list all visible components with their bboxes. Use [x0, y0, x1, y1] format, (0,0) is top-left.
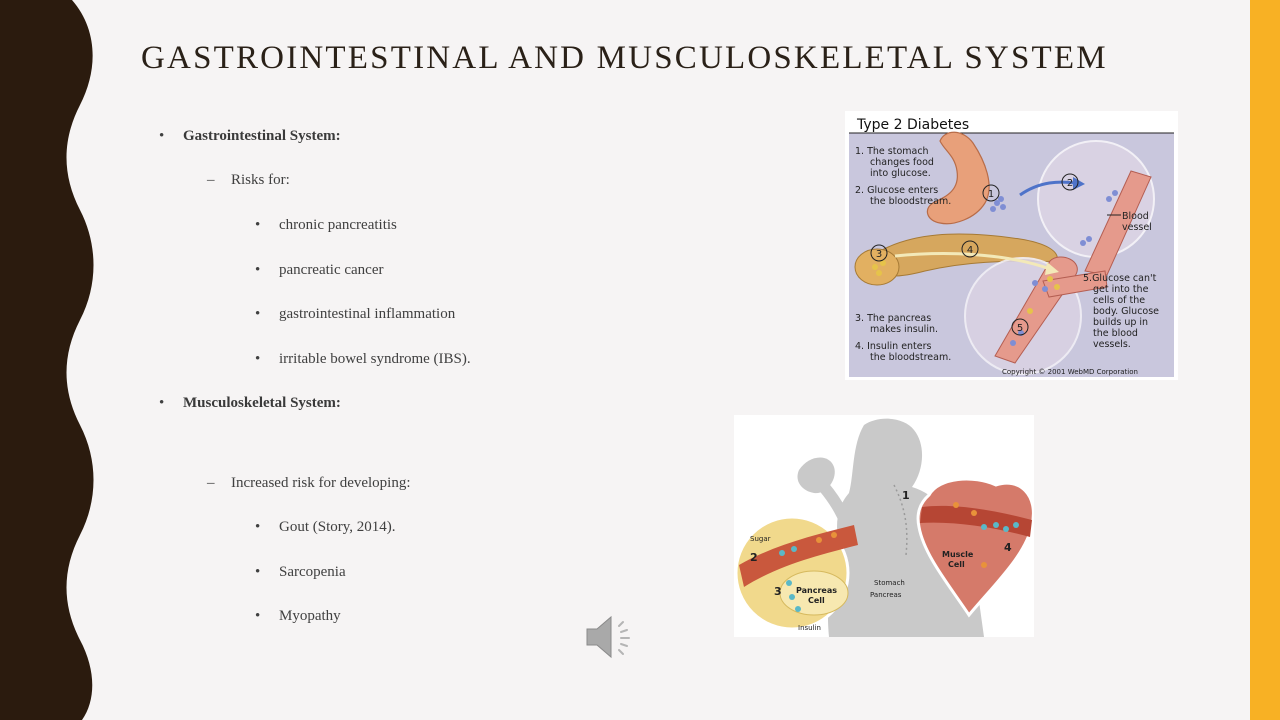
- svg-text:2: 2: [1067, 178, 1073, 189]
- svg-text:Blood: Blood: [1122, 211, 1149, 222]
- gi-heading: Gastrointestinal System:: [183, 128, 341, 144]
- svg-text:Sugar: Sugar: [750, 535, 771, 543]
- svg-text:2. Glucose enters: 2. Glucose enters: [855, 185, 938, 196]
- msk-heading: Musculoskeletal System:: [183, 395, 341, 411]
- svg-text:the blood: the blood: [1093, 328, 1138, 339]
- svg-text:changes food: changes food: [870, 157, 934, 168]
- svg-text:vessels.: vessels.: [1093, 339, 1131, 350]
- svg-text:get into the: get into the: [1093, 284, 1149, 295]
- svg-text:1: 1: [988, 189, 994, 200]
- left-wavy-border: [0, 0, 94, 720]
- svg-text:3: 3: [774, 585, 782, 598]
- msk-sub: Increased risk for developing:: [231, 475, 411, 491]
- svg-text:1. The stomach: 1. The stomach: [855, 146, 929, 157]
- svg-text:makes insulin.: makes insulin.: [870, 324, 938, 335]
- svg-text:cells of the: cells of the: [1093, 295, 1145, 306]
- svg-text:the bloodstream.: the bloodstream.: [870, 196, 951, 207]
- svg-text:Insulin: Insulin: [798, 624, 821, 632]
- svg-text:3: 3: [876, 249, 882, 260]
- svg-text:5: 5: [1017, 323, 1023, 334]
- copyright-text: Copyright © 2001 WebMD Corporation: [1002, 368, 1138, 376]
- svg-text:1: 1: [902, 489, 910, 502]
- svg-text:Cell: Cell: [808, 596, 825, 605]
- speaker-icon[interactable]: [583, 612, 639, 662]
- svg-text:5.Glucose can't: 5.Glucose can't: [1083, 273, 1157, 284]
- right-accent-bar: [1250, 0, 1280, 720]
- svg-text:body. Glucose: body. Glucose: [1093, 306, 1159, 317]
- type2-diabetes-figure: Type 2 Diabetes 1 2 3 4 5 1. The stomach…: [845, 111, 1178, 380]
- svg-text:Pancreas: Pancreas: [870, 591, 902, 599]
- figure-heading: Type 2 Diabetes: [856, 117, 969, 133]
- svg-text:4: 4: [967, 245, 973, 256]
- svg-text:vessel: vessel: [1122, 222, 1152, 233]
- svg-text:3. The pancreas: 3. The pancreas: [855, 313, 931, 324]
- svg-text:2: 2: [750, 551, 758, 564]
- svg-text:Pancreas: Pancreas: [796, 586, 837, 595]
- svg-text:the bloodstream.: the bloodstream.: [870, 352, 951, 363]
- svg-text:builds up in: builds up in: [1093, 317, 1148, 328]
- insulin-action-figure: 1 2 3 4 Sugar Stomach Pancreas Insulin P…: [734, 415, 1034, 637]
- svg-text:4: 4: [1004, 541, 1012, 554]
- svg-text:4. Insulin enters: 4. Insulin enters: [855, 341, 932, 352]
- slide-title: GASTROINTESTINAL AND MUSCULOSKELETAL SYS…: [141, 40, 1108, 76]
- svg-text:Muscle: Muscle: [942, 550, 974, 559]
- svg-text:into glucose.: into glucose.: [870, 168, 931, 179]
- svg-text:Stomach: Stomach: [874, 579, 905, 587]
- gi-sub: Risks for:: [231, 172, 290, 188]
- svg-text:Cell: Cell: [948, 560, 965, 569]
